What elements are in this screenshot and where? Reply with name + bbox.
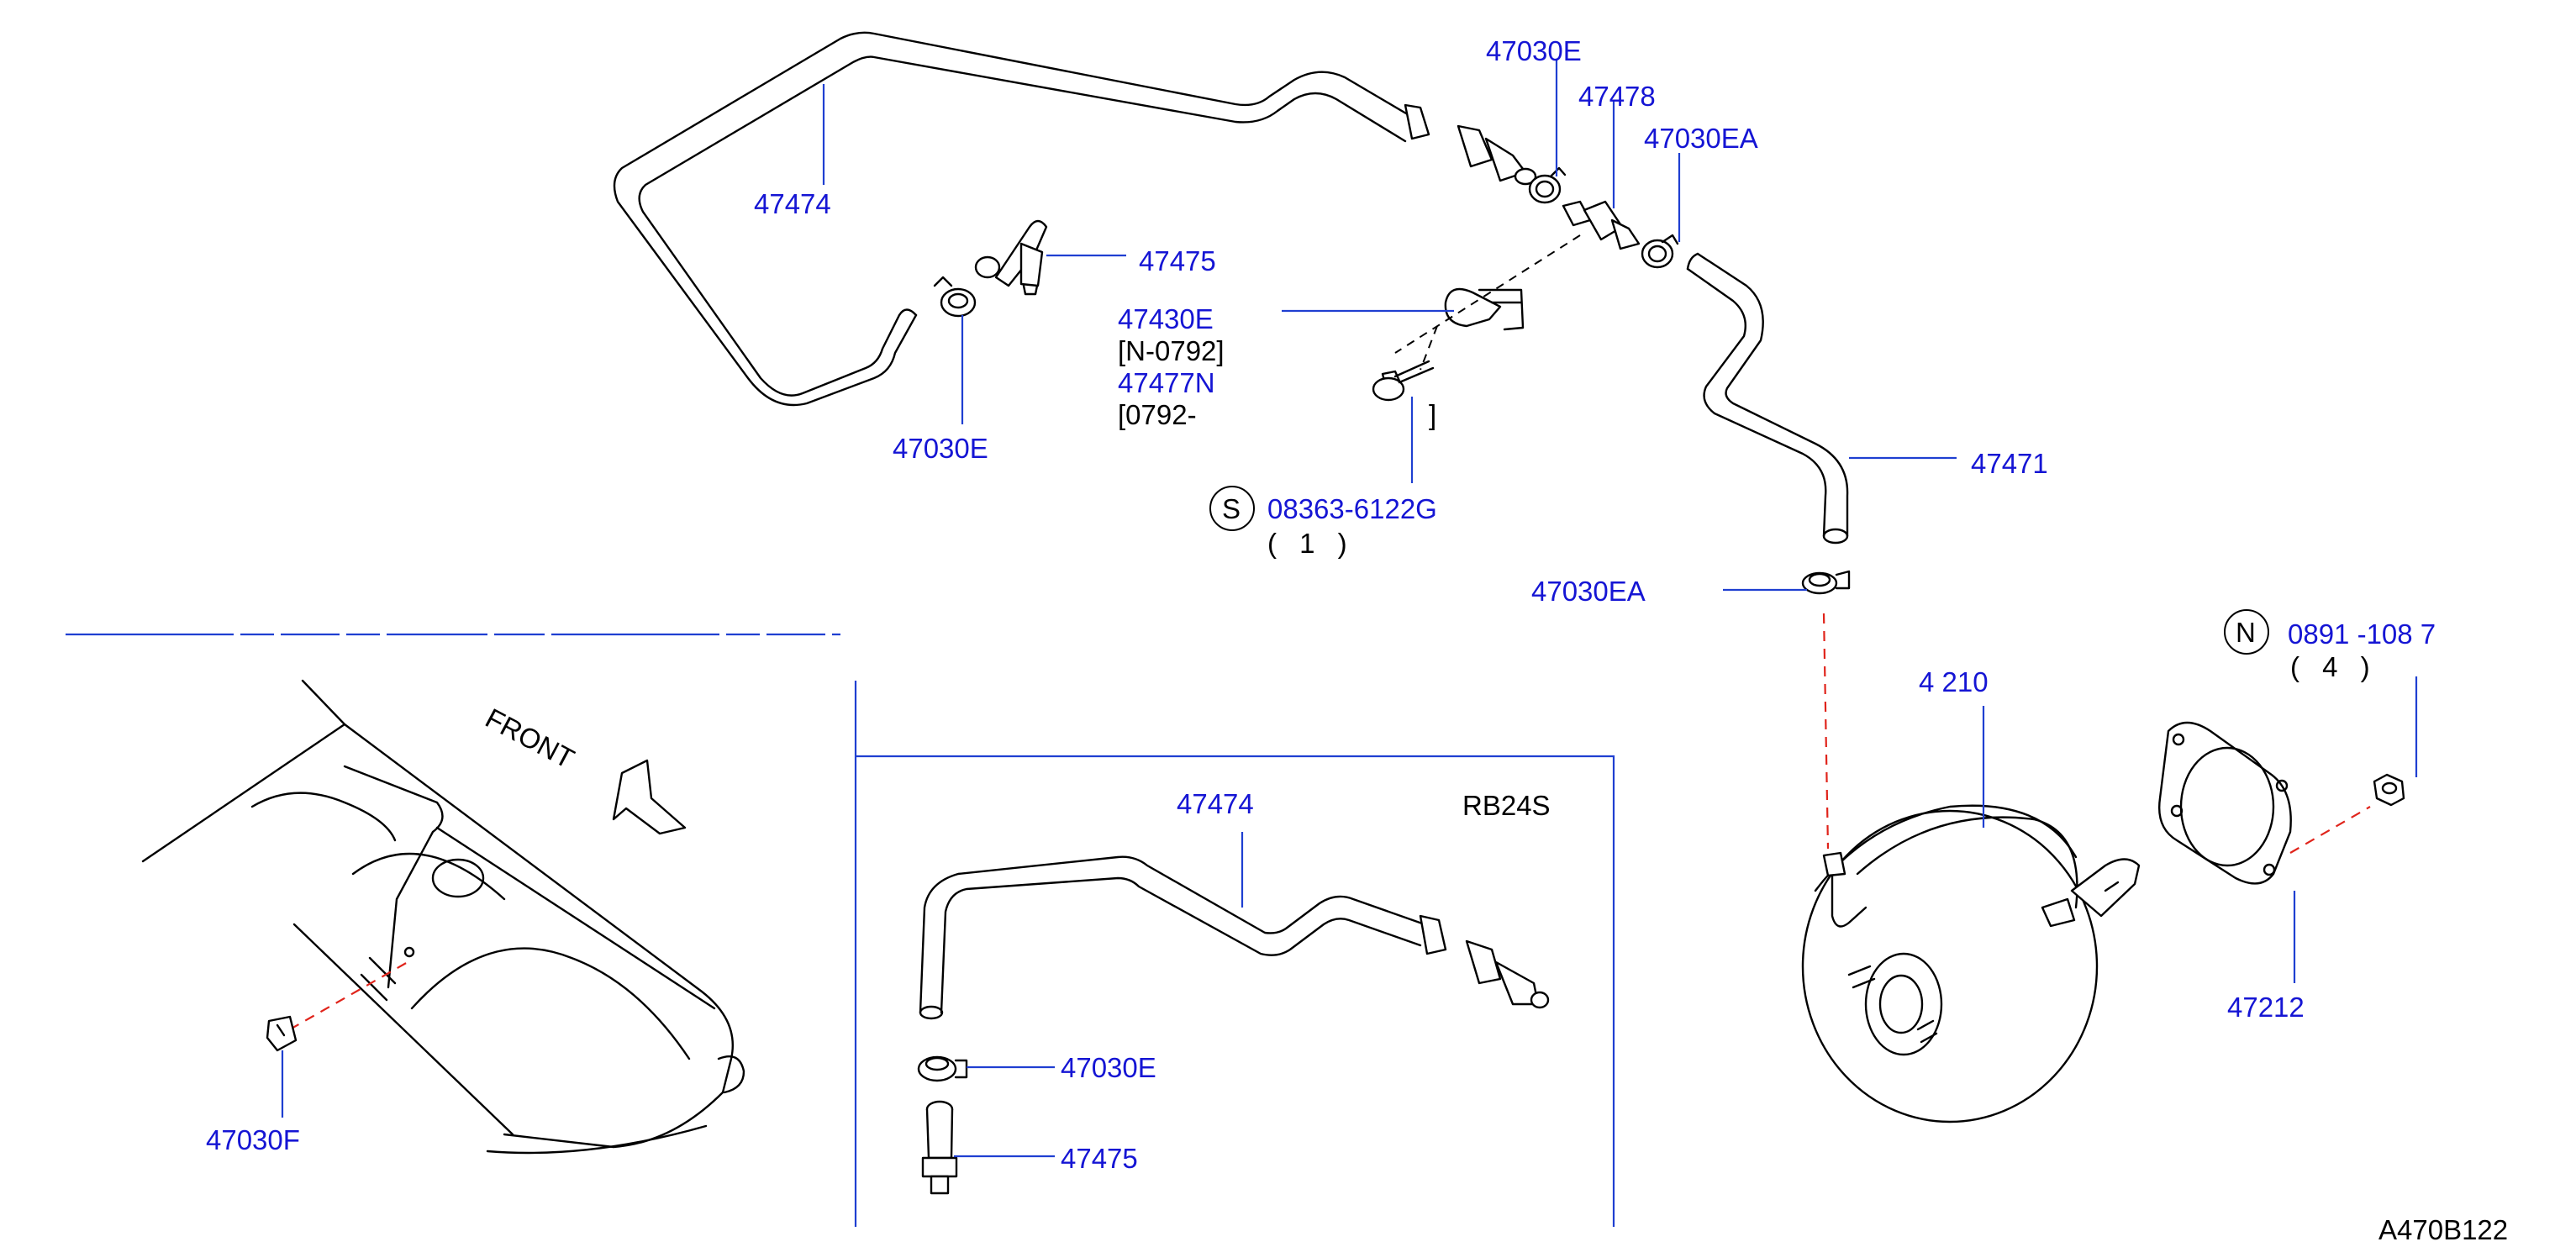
bolt-08363-6122G [1372,360,1435,402]
front-label: FRONT [481,702,580,775]
hose-clamp-47030E-top [1528,166,1567,204]
hose-clamp-47030EA-middle [1801,570,1851,595]
hose-bracket-47430E [1444,287,1525,331]
label-47477N: 47477N [1118,367,1215,398]
bracket-close: ] [1429,399,1436,430]
bolt-quantity: ( 1 ) [1267,528,1347,559]
hose-connector-47475-top [974,219,1048,296]
gasket-47212 [2158,721,2292,885]
hose-clamp-47030E-inset [917,1055,968,1082]
nut-install-line [2289,806,2371,854]
nut-quantity: ( 4 ) [2290,651,2370,682]
label-47030E-left: 47030E [893,433,988,464]
note-0792: [0792- [1118,399,1197,430]
clip-install-line [289,961,408,1030]
label-47474-inset: 47474 [1177,788,1254,819]
label-47210: 4 210 [1919,666,1989,697]
inset-frame [856,755,1615,1227]
front-arrow-icon [612,759,687,835]
check-valve-47478 [1562,200,1641,250]
label-nut: 0891 -108 7 [2288,618,2436,650]
label-47212: 47212 [2227,992,2305,1023]
vacuum-hose-47471 [1686,252,1849,545]
bolt-symbol-circle [1209,486,1255,531]
label-47471: 47471 [1971,448,2048,479]
label-47030E-inset: 47030E [1061,1052,1156,1083]
leader-lines [281,59,2418,1158]
label-47475: 47475 [1139,245,1216,276]
note-N0792: [N-0792] [1118,335,1225,366]
nut-symbol: N [2236,617,2256,648]
label-47430E: 47430E [1118,303,1214,334]
bracket-install-line [1394,234,1581,354]
nut-symbol-circle [2224,609,2269,655]
bolt-symbol: S [1222,493,1241,524]
hose-connector-47475-inset [921,1100,958,1195]
booster-install-line [1822,613,1830,850]
vacuum-hose-47474-inset [919,855,1550,1020]
label-47030E-top: 47030E [1486,35,1582,66]
label-47478: 47478 [1578,81,1656,112]
figure-code: A470B122 [2378,1214,2508,1245]
hose-clamp-47030EA-top [1641,234,1679,269]
engine-cover-outline [141,679,745,1155]
label-47474: 47474 [754,188,831,219]
label-bolt-08363-6122G: 08363-6122G [1267,493,1437,524]
engine-code: RB24S [1462,790,1551,821]
brake-booster-47210 [1801,804,2141,1123]
hose-clamp-47030E-left [933,276,977,318]
label-47030F: 47030F [206,1124,300,1155]
vacuum-hose-47474 [613,31,1537,407]
nut-0891-108-7 [2373,773,2405,807]
label-47030EA-middle: 47030EA [1531,576,1646,607]
label-47030EA-top: 47030EA [1644,123,1758,154]
bolt-install-line [1420,325,1438,371]
label-47475-inset: 47475 [1061,1143,1138,1174]
clip-47030F [266,1015,298,1052]
